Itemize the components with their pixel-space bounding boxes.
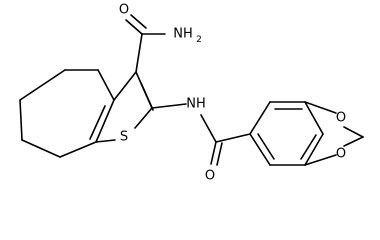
bond xyxy=(19,99,23,141)
bond xyxy=(249,101,271,135)
bond xyxy=(304,154,337,166)
bond xyxy=(343,126,364,138)
bond xyxy=(304,101,337,114)
bond xyxy=(343,136,364,147)
bond xyxy=(59,141,97,158)
dioxole-oxygen-bottom-label: O xyxy=(336,147,346,162)
thiophene-sulfur: S xyxy=(120,130,128,145)
bond xyxy=(249,133,271,166)
bond xyxy=(125,19,143,35)
linker-nitrogen-label: NH xyxy=(186,97,206,112)
amide-oxygen-label: O xyxy=(119,3,129,18)
amide-nitrogen: NH 2 xyxy=(173,27,202,46)
chemical-structure-diagram: O NH 2 S NH O O O xyxy=(19,3,364,184)
bond xyxy=(200,114,217,143)
atom-labels: O NH 2 S NH O O O xyxy=(119,3,346,184)
bond-lines xyxy=(19,14,364,166)
dioxole-oxygen-top: O xyxy=(336,111,346,126)
bond xyxy=(95,139,116,143)
bond xyxy=(215,133,251,143)
linker-nitrogen: NH xyxy=(186,97,206,112)
bond xyxy=(304,133,324,166)
bond xyxy=(304,101,324,135)
bond xyxy=(21,139,61,158)
bond xyxy=(95,99,115,143)
benzamide-oxygen-label: O xyxy=(205,169,215,184)
bond xyxy=(134,107,153,129)
bond xyxy=(216,142,223,166)
bond xyxy=(210,141,217,165)
bond xyxy=(151,103,187,109)
amide-nitrogen-label: NH xyxy=(173,27,193,42)
amide-oxygen: O xyxy=(119,3,129,18)
bond xyxy=(97,69,115,101)
thiophene-sulfur-label: S xyxy=(120,130,128,145)
dioxole-oxygen-bottom: O xyxy=(336,147,346,162)
bond xyxy=(113,71,137,101)
dioxole-oxygen-top-label: O xyxy=(336,111,346,126)
bond xyxy=(89,105,106,140)
bond xyxy=(300,134,317,160)
bond xyxy=(257,133,275,160)
bond xyxy=(19,69,66,101)
benzamide-oxygen: O xyxy=(205,169,215,184)
bond xyxy=(140,82,154,111)
bond xyxy=(135,33,143,73)
amide-nitrogen-subscript: 2 xyxy=(196,35,202,45)
bond xyxy=(130,14,147,29)
